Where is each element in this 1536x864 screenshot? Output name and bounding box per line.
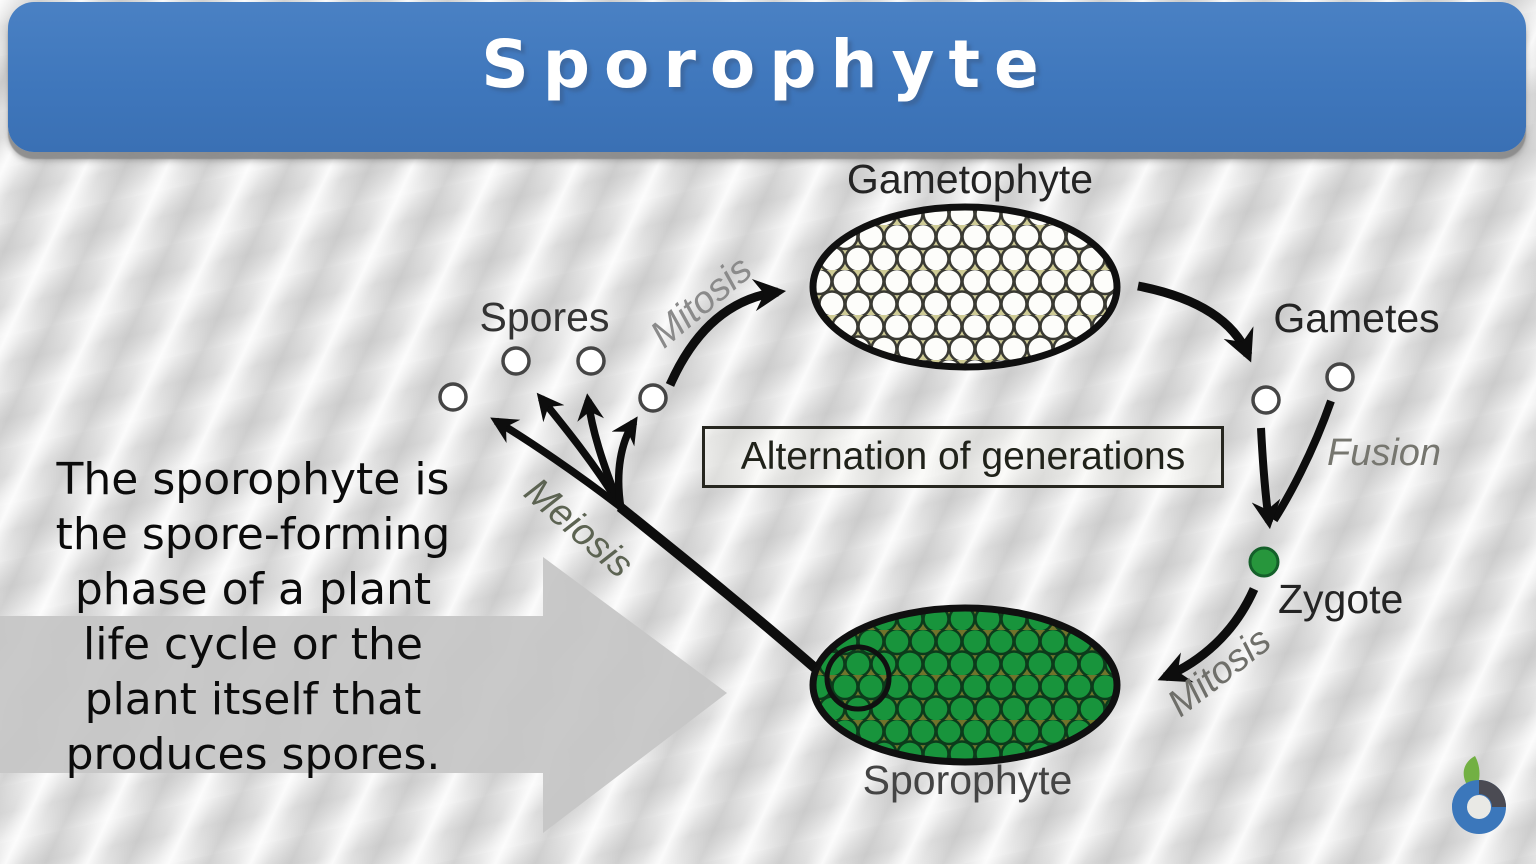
title-banner: Sporophyte (8, 2, 1526, 152)
gametes-label: Gametes (1273, 295, 1440, 341)
definition-line: the spore-forming (55, 509, 451, 560)
zygote-circle (1248, 546, 1280, 578)
meiosis-arrow-stem (616, 503, 819, 672)
definition-line: phase of a plant (74, 564, 432, 615)
meiosis-arrow-1 (490, 417, 625, 511)
definition-line: plant itself that (84, 674, 422, 725)
fusion-label: Fusion (1327, 432, 1442, 474)
biology-online-logo (1452, 756, 1506, 834)
meiosis-arrow-3 (577, 393, 624, 509)
gamete-circle (1251, 385, 1281, 415)
mitosis-top-arrow (665, 278, 787, 387)
sporophyte-label: Sporophyte (862, 757, 1073, 803)
gamete-circle (1325, 362, 1355, 392)
meiosis-arrow-4 (611, 416, 638, 510)
spore-circle (638, 383, 668, 413)
definition-line: life cycle or the (83, 619, 423, 670)
gametophyte-cell-mass (809, 203, 1121, 371)
definition-text: The sporophyte is the spore-forming phas… (10, 452, 496, 782)
definition-line: The sporophyte is (56, 454, 450, 505)
gametophyte-label: Gametophyte (846, 156, 1094, 202)
big-gray-arrow-icon (0, 557, 727, 833)
gametophyte-to-gametes-arrow (1137, 281, 1254, 363)
spore-circle (438, 382, 468, 412)
spores-label: Spores (479, 294, 610, 340)
spore-circle (501, 346, 531, 376)
sporophyte-inner-circle (824, 644, 892, 712)
mitosis-bottom-arrow (1157, 587, 1259, 683)
fusion-arrow-left (1251, 427, 1281, 530)
sporophyte-cell-mass (809, 604, 1121, 766)
spore-circle (576, 346, 606, 376)
page-title: Sporophyte (481, 26, 1053, 103)
zygote-label: Zygote (1278, 576, 1404, 622)
alternation-of-generations-box: Alternation of generations (702, 426, 1224, 488)
definition-line: produces spores. (65, 729, 441, 780)
fusion-arrow-right (1270, 399, 1335, 523)
